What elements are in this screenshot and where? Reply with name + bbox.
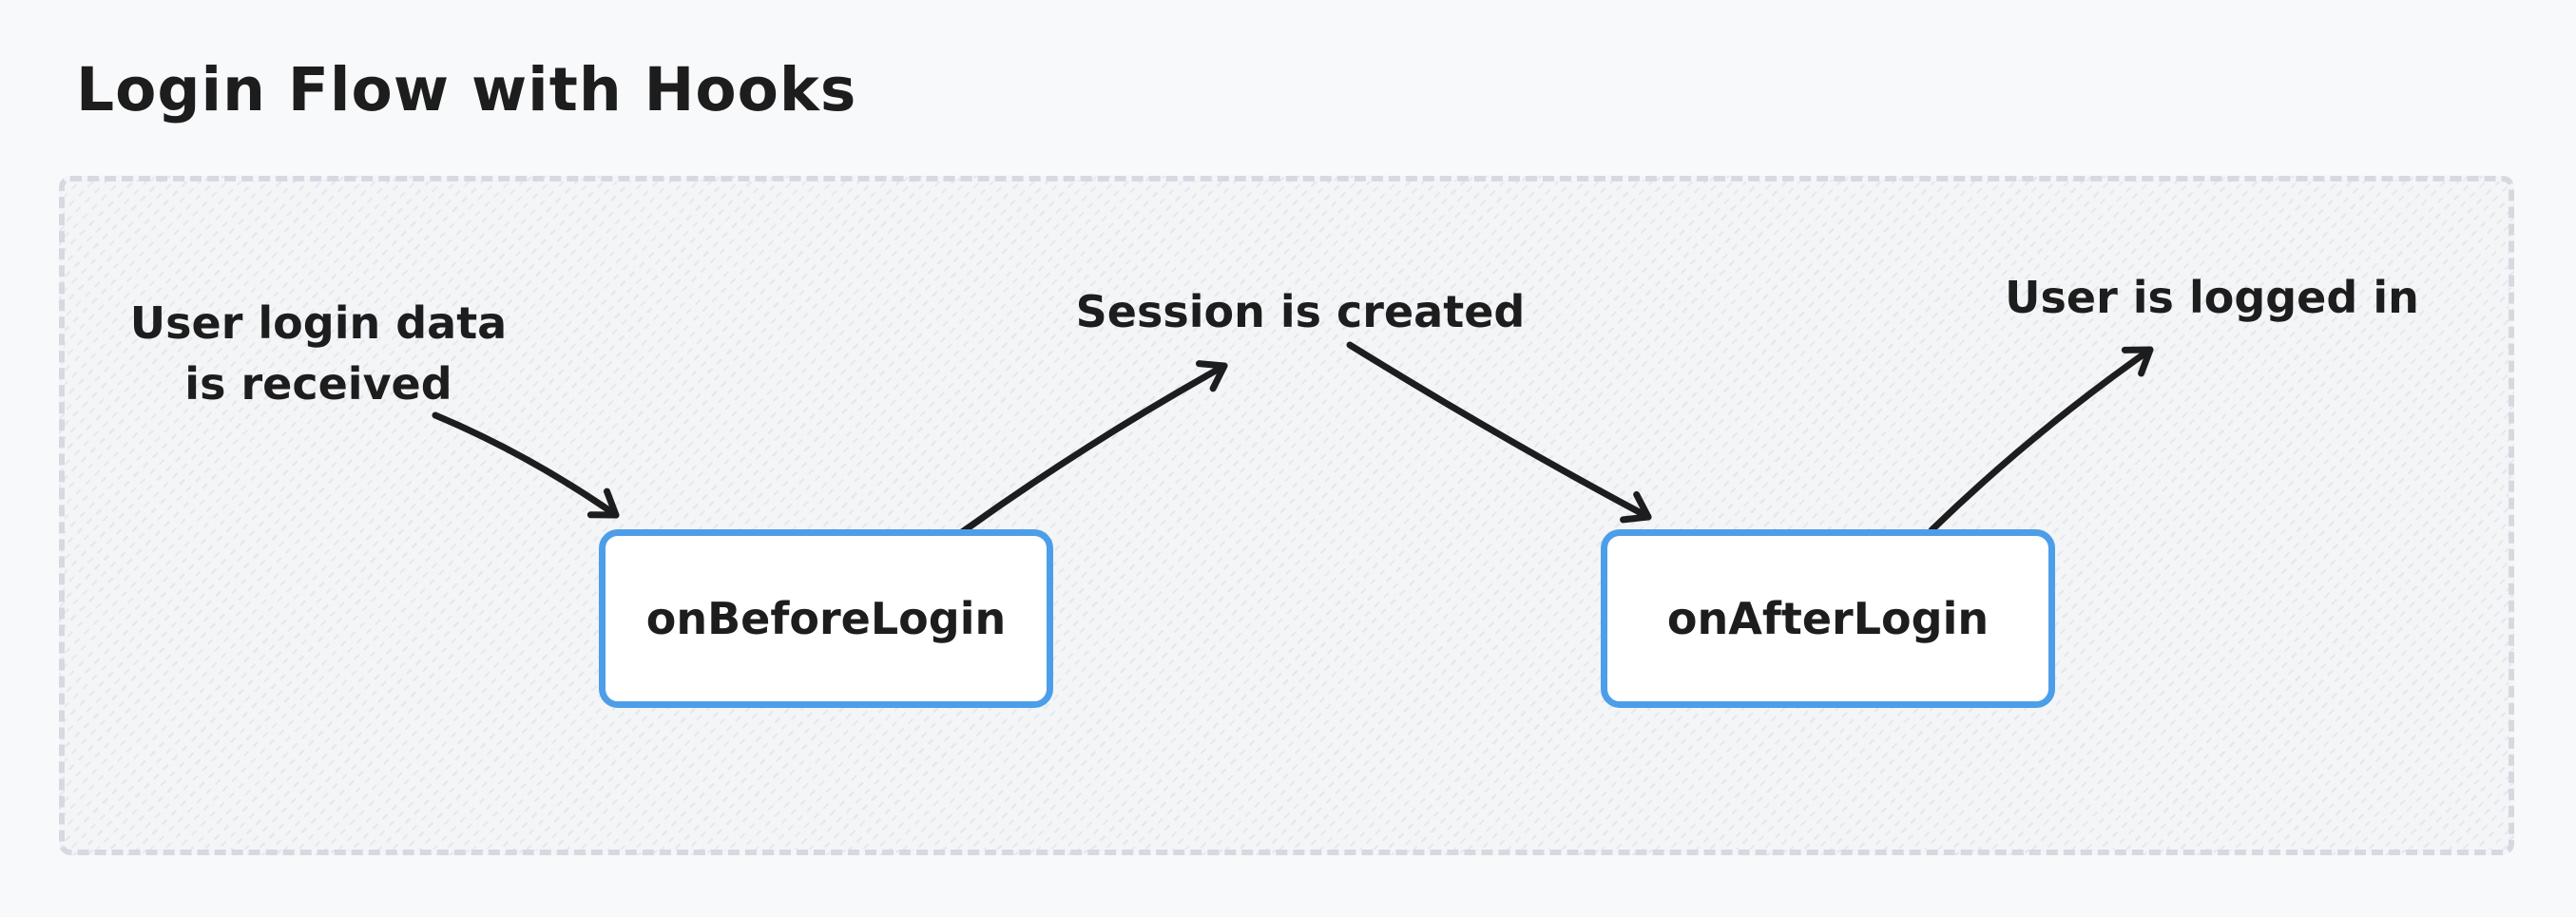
node-onafterlogin: onAfterLogin bbox=[1601, 529, 2055, 708]
diagram-title: Login Flow with Hooks bbox=[76, 55, 857, 124]
node-onbeforelogin: onBeforeLogin bbox=[599, 529, 1053, 708]
node-onafterlogin-label: onAfterLogin bbox=[1666, 593, 1990, 644]
annotation-user-login-data-line1: User login data bbox=[129, 297, 508, 349]
annotation-user-logged-in: User is logged in bbox=[2005, 272, 2419, 323]
annotation-user-login-data: User login data is received bbox=[71, 293, 566, 414]
annotation-session-created: Session is created bbox=[1075, 286, 1526, 337]
annotation-user-login-data-line2: is received bbox=[184, 358, 452, 410]
node-onbeforelogin-label: onBeforeLogin bbox=[645, 593, 1007, 644]
